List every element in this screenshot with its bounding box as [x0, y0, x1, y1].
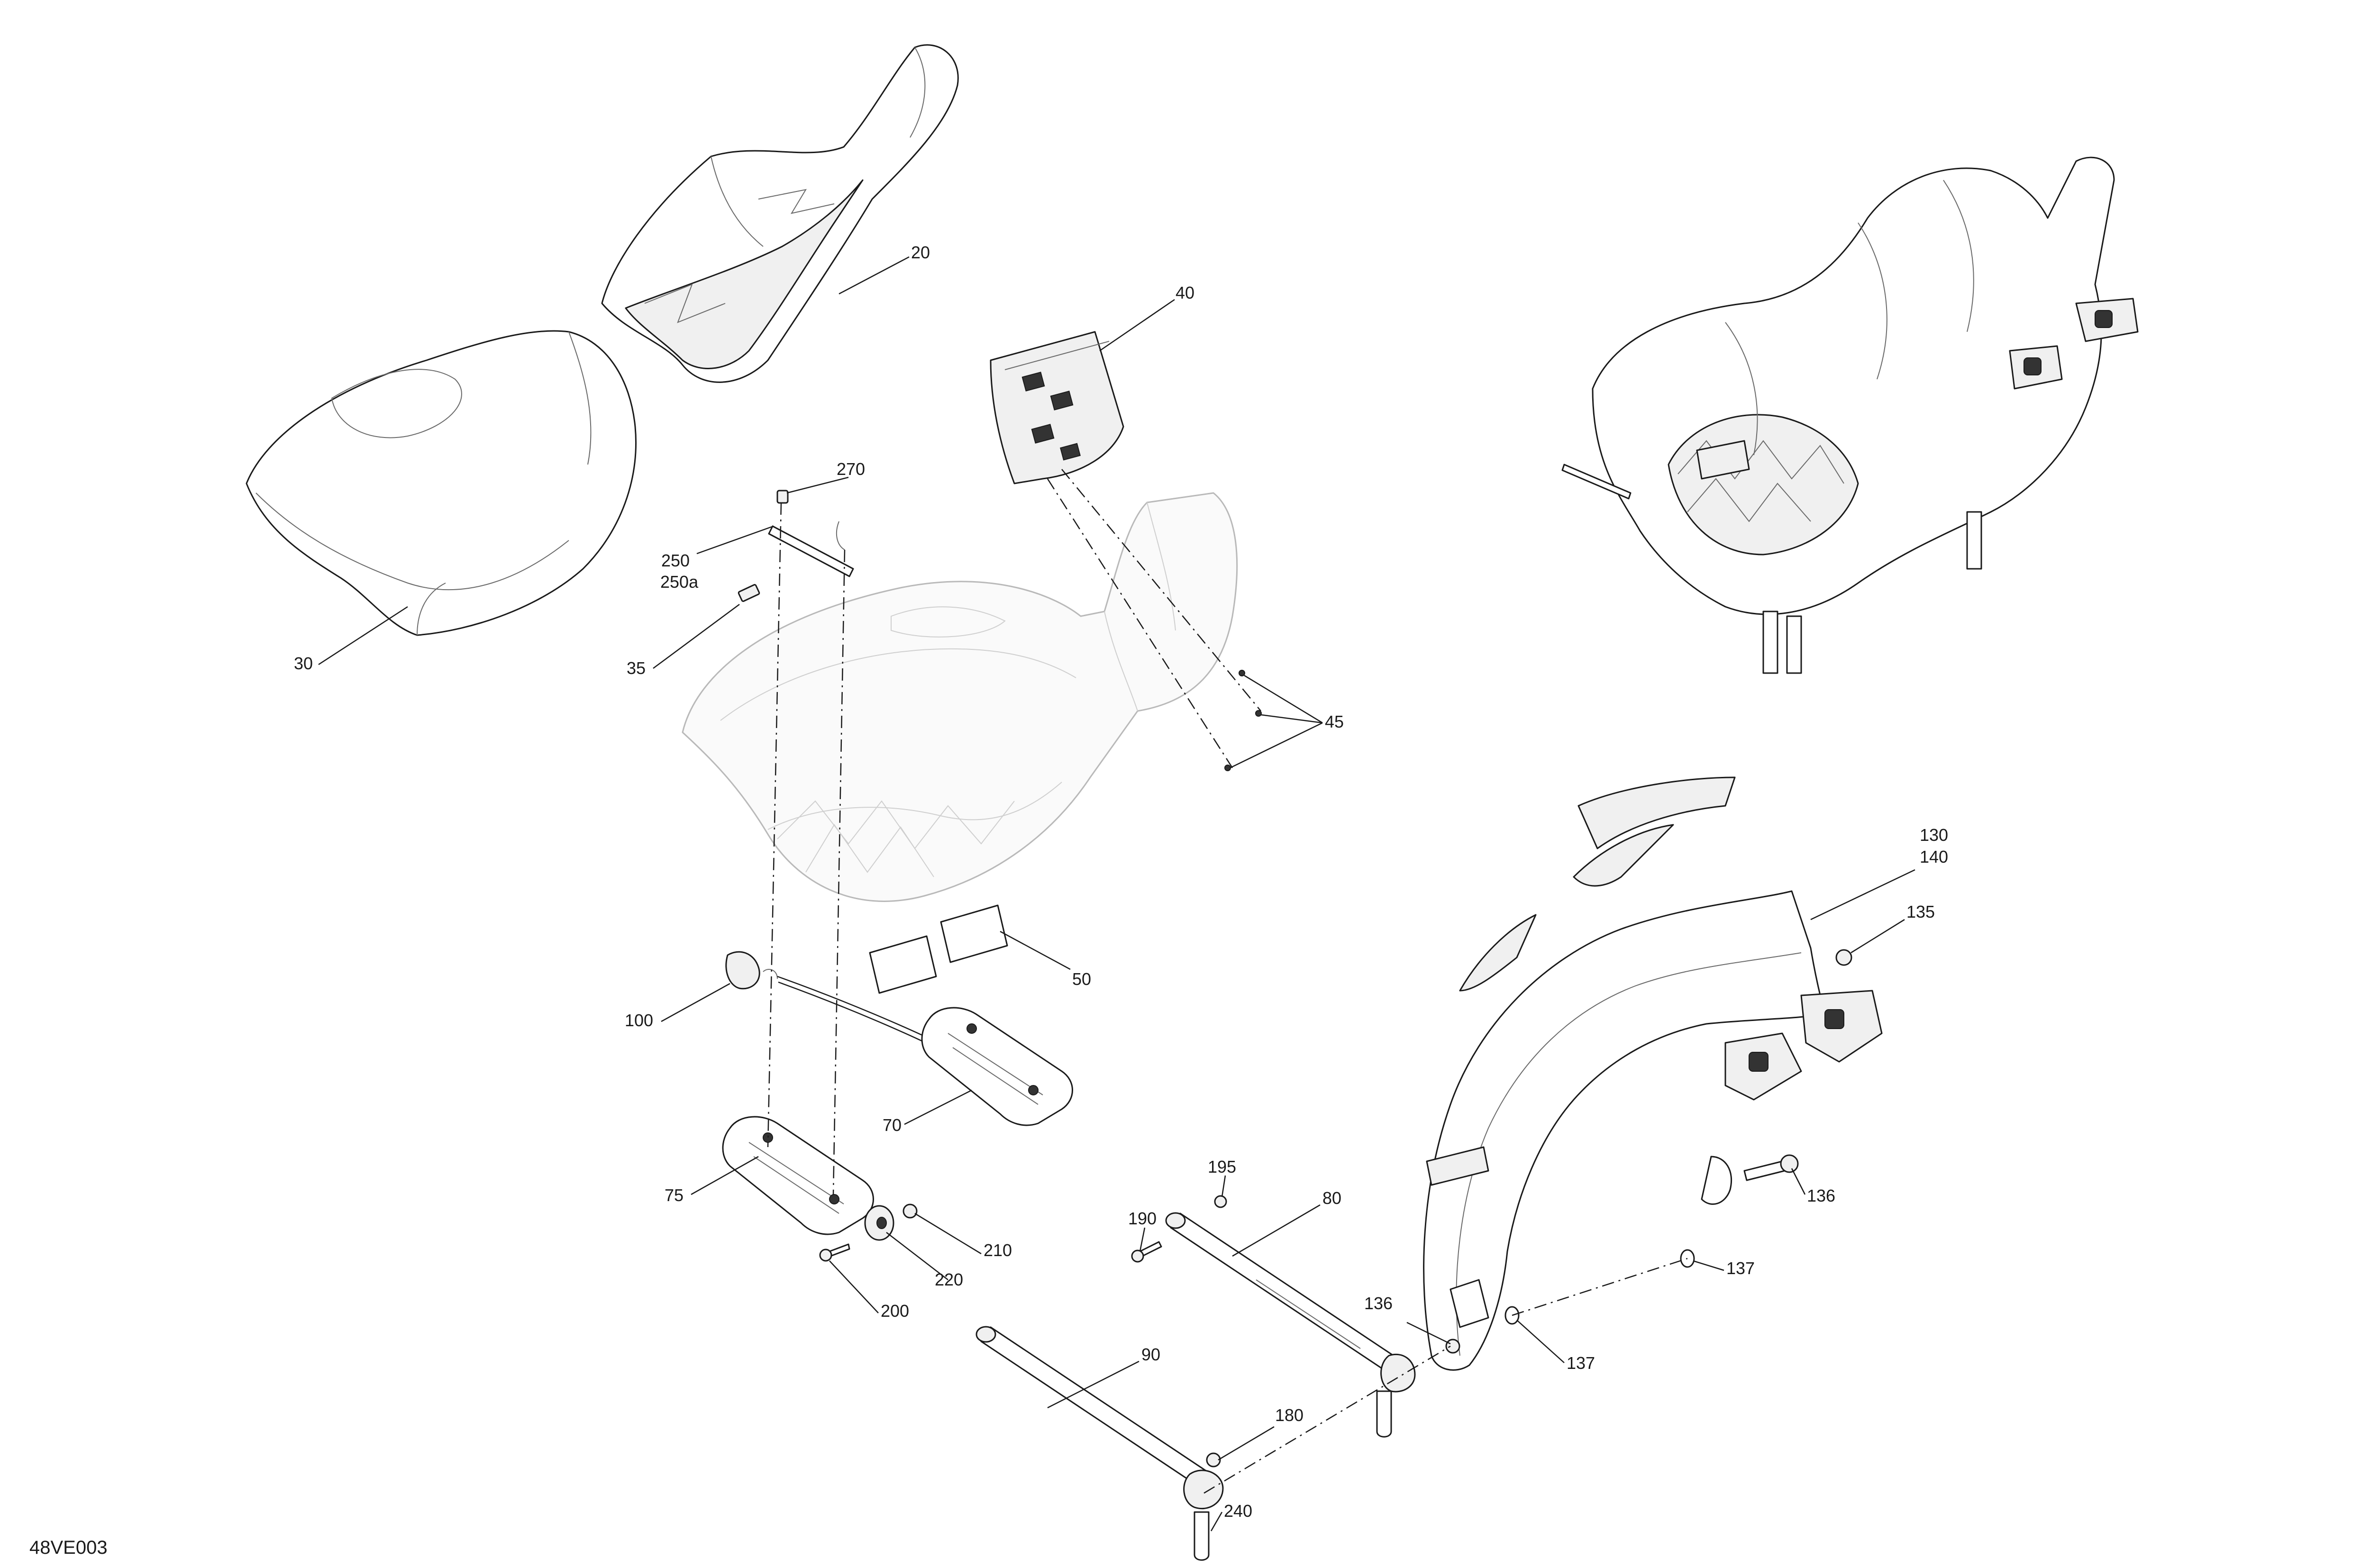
nut-210 — [902, 1203, 918, 1219]
callout-30: 30 — [294, 654, 313, 673]
screws-45 — [1224, 670, 1262, 771]
callout-136-left: 136 — [1364, 1294, 1393, 1313]
callout-80: 80 — [1322, 1188, 1341, 1208]
callout-240: 240 — [1224, 1501, 1252, 1521]
bolt-136-right — [1743, 1154, 1799, 1181]
retractor-right — [1800, 990, 1883, 1063]
callout-90: 90 — [1141, 1345, 1160, 1364]
nut-195 — [1214, 1195, 1227, 1208]
tube-80 — [1165, 1212, 1416, 1438]
bolt-190 — [1131, 1241, 1162, 1263]
callout-50: 50 — [1072, 969, 1091, 989]
callout-195: 195 — [1208, 1157, 1236, 1176]
callout-40: 40 — [1176, 283, 1194, 302]
callout-270: 270 — [837, 459, 865, 479]
callout-75: 75 — [665, 1185, 684, 1205]
leader-lines — [318, 256, 1915, 1532]
callout-labels: 20 30 35 40 45 50 70 75 80 90 100 130 14… — [294, 243, 1948, 1521]
slider-rail-70 — [921, 1007, 1073, 1126]
belt-anchor — [1701, 1156, 1732, 1205]
seat-frame-ghost — [682, 492, 1238, 902]
spacer-220 — [864, 1205, 894, 1241]
seat-cushion — [246, 330, 637, 636]
callout-250: 250 — [661, 551, 690, 570]
pads-50 — [869, 904, 1008, 994]
belt-guides — [1459, 776, 1736, 992]
callout-100: 100 — [625, 1011, 653, 1030]
callout-140: 140 — [1920, 847, 1948, 866]
bracket-40 — [990, 331, 1124, 484]
tube-90 — [975, 1326, 1224, 1561]
callout-45: 45 — [1325, 712, 1344, 731]
callout-200: 200 — [881, 1301, 909, 1321]
seat-backrest — [601, 44, 959, 383]
nut-135 — [1835, 949, 1852, 966]
bolt-136-left — [1445, 1339, 1460, 1354]
callout-210: 210 — [984, 1240, 1012, 1260]
callout-250a: 250a — [660, 572, 699, 592]
clip-35 — [738, 584, 760, 602]
callout-220: 220 — [935, 1270, 963, 1289]
callout-137-right: 137 — [1726, 1258, 1755, 1278]
nut-180 — [1206, 1452, 1221, 1468]
callout-70: 70 — [883, 1115, 902, 1135]
nut-270 — [776, 490, 845, 550]
callout-190: 190 — [1128, 1209, 1157, 1228]
callout-130: 130 — [1920, 825, 1948, 845]
document-id: 48VE003 — [29, 1537, 108, 1558]
callout-20: 20 — [911, 243, 930, 262]
phantom-lines — [767, 469, 1688, 1494]
assembled-seat — [1561, 156, 2139, 674]
callout-136-right: 136 — [1807, 1186, 1835, 1205]
callout-137-left: 137 — [1567, 1353, 1595, 1373]
callout-180: 180 — [1275, 1405, 1304, 1425]
bolt-200 — [819, 1243, 850, 1262]
plate-250 — [768, 525, 854, 577]
retractor-left — [1724, 1032, 1802, 1101]
callout-135: 135 — [1906, 902, 1935, 921]
callout-35: 35 — [627, 658, 646, 678]
slider-rail-75 — [722, 1116, 874, 1235]
